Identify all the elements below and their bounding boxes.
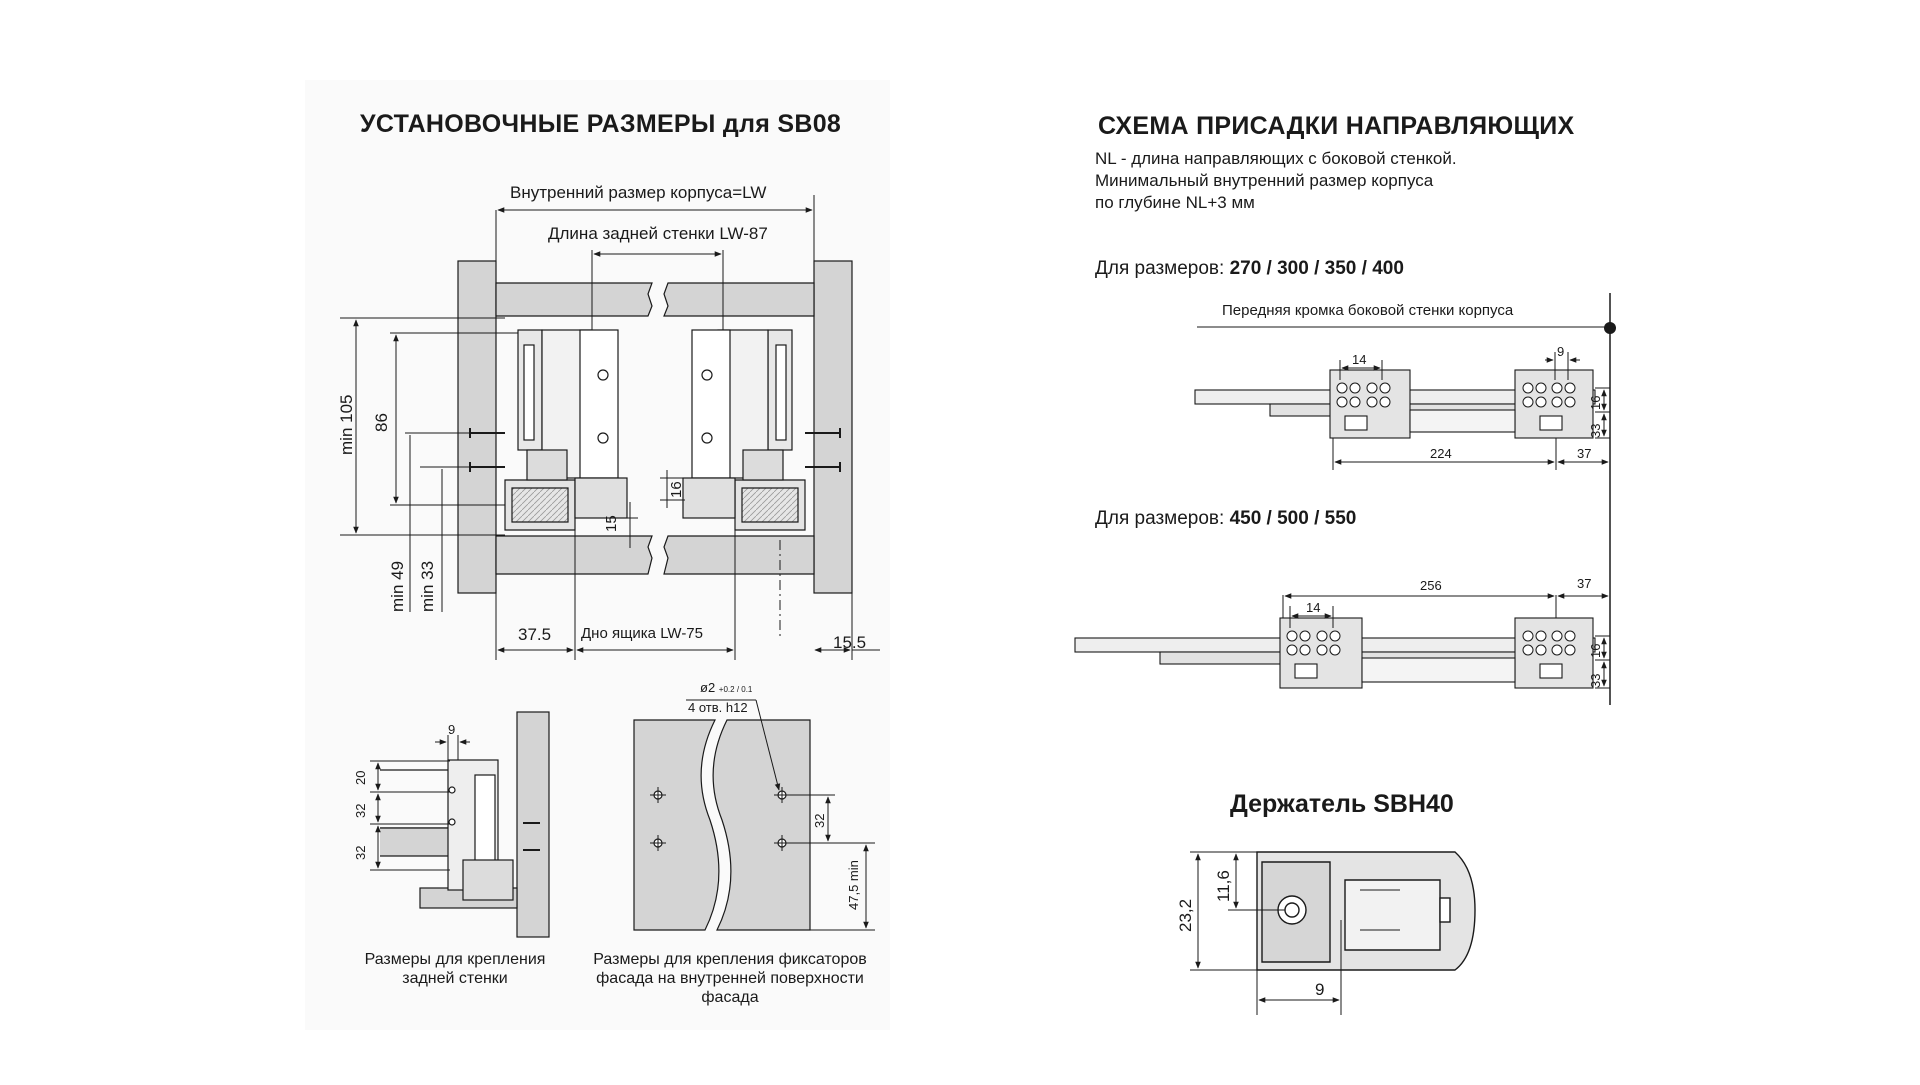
nl-note: NL - длина направляющих с боковой стенко…: [1095, 148, 1595, 214]
dim-min49: min 49: [388, 560, 407, 612]
s1-dim-224: 224: [1430, 446, 1452, 461]
slide-scheme-1-dims: [1332, 352, 1610, 470]
dim-32a: 32: [353, 803, 368, 818]
dim-15-5: 15.5: [833, 633, 867, 652]
holder-dims: [1190, 851, 1342, 1015]
inner-size-label: Внутренний размер корпуса=LW: [510, 183, 767, 202]
caption-back-wall: Размеры для крепления задней стенки: [364, 951, 546, 987]
back-wall-mount-drawing: [380, 711, 550, 938]
dim-37-5: 37.5: [518, 625, 552, 644]
back-wall-label: Длина задней стенки LW-87: [548, 224, 768, 243]
front-edge-label: Передняя кромка боковой стенки корпуса: [1222, 302, 1514, 319]
s2-dim-16: 16: [1588, 643, 1603, 658]
holder-dim-11-6: 11,6: [1214, 870, 1233, 902]
slide-scheme-2-dims: [1282, 593, 1610, 689]
s2-dim-256: 256: [1420, 578, 1442, 593]
slide-scheme-2: [1074, 617, 1596, 689]
s1-dim-37: 37: [1577, 446, 1592, 461]
holes-count: 4 отв. h12: [688, 700, 748, 715]
back-wall-left: [495, 282, 653, 317]
front-edge-point: [1604, 322, 1616, 334]
s2-dim-14: 14: [1306, 600, 1321, 615]
holder-title: Держатель SBH40: [1230, 790, 1454, 818]
dim-32b: 32: [353, 845, 368, 860]
dim-min105: min 105: [337, 394, 356, 455]
dim-9-small: 9: [448, 722, 456, 737]
s2-dim-33: 33: [1588, 673, 1603, 688]
s1-dim-16: 16: [1588, 395, 1603, 410]
hole-diameter: ø2 +0.2 / 0.1: [700, 680, 753, 695]
caption-facade: Размеры для крепления фиксаторов фасада …: [593, 951, 867, 1006]
screws: [469, 428, 841, 472]
cabinet-cross-section: [457, 260, 853, 640]
dim-32c: 32: [812, 813, 827, 828]
bottom-left: [495, 535, 653, 575]
dim-86: 86: [372, 413, 391, 432]
dim-16: 16: [668, 481, 685, 498]
sizes-2-label: Для размеров: 450 / 500 / 550: [1095, 508, 1357, 529]
note-line-3: по глубине NL+3 мм: [1095, 193, 1255, 212]
bottom-label: Дно ящика LW-75: [581, 625, 703, 642]
right-drawer-side: [682, 329, 806, 531]
slide-scheme-1: [1194, 369, 1596, 439]
right-side-panel: [813, 260, 853, 594]
dim-15: 15: [603, 515, 620, 532]
sizes-1-label: Для размеров: 270 / 300 / 350 / 400: [1095, 258, 1404, 279]
dim-min47-5: 47,5 min: [846, 860, 861, 910]
right-title: СХЕМА ПРИСАДКИ НАПРАВЛЯЮЩИХ: [1098, 112, 1575, 140]
holder-dim-23-2: 23,2: [1176, 898, 1195, 932]
left-side-panel: [457, 260, 497, 594]
facade-mount-drawing: [633, 719, 811, 931]
s1-dim-33: 33: [1588, 423, 1603, 438]
holder-dim-9: 9: [1315, 980, 1325, 999]
holder-sbh40: [1256, 851, 1476, 971]
facade-dims: [686, 699, 875, 931]
bottom-right: [663, 535, 815, 575]
note-line-2: Минимальный внутренний размер корпуса: [1095, 171, 1434, 190]
s2-dim-37: 37: [1577, 576, 1592, 591]
dim-20: 20: [353, 770, 368, 785]
left-drawer-side: [504, 329, 628, 531]
left-title: УСТАНОВОЧНЫЕ РАЗМЕРЫ для SB08: [360, 110, 842, 138]
main-dimensions: [340, 195, 880, 660]
s1-dim-9: 9: [1557, 344, 1565, 359]
dim-min33: min 33: [418, 560, 437, 612]
back-wall-right: [663, 282, 815, 317]
note-line-1: NL - длина направляющих с боковой стенко…: [1095, 149, 1457, 168]
back-wall-dims: [370, 735, 470, 871]
s1-dim-14: 14: [1352, 352, 1367, 367]
